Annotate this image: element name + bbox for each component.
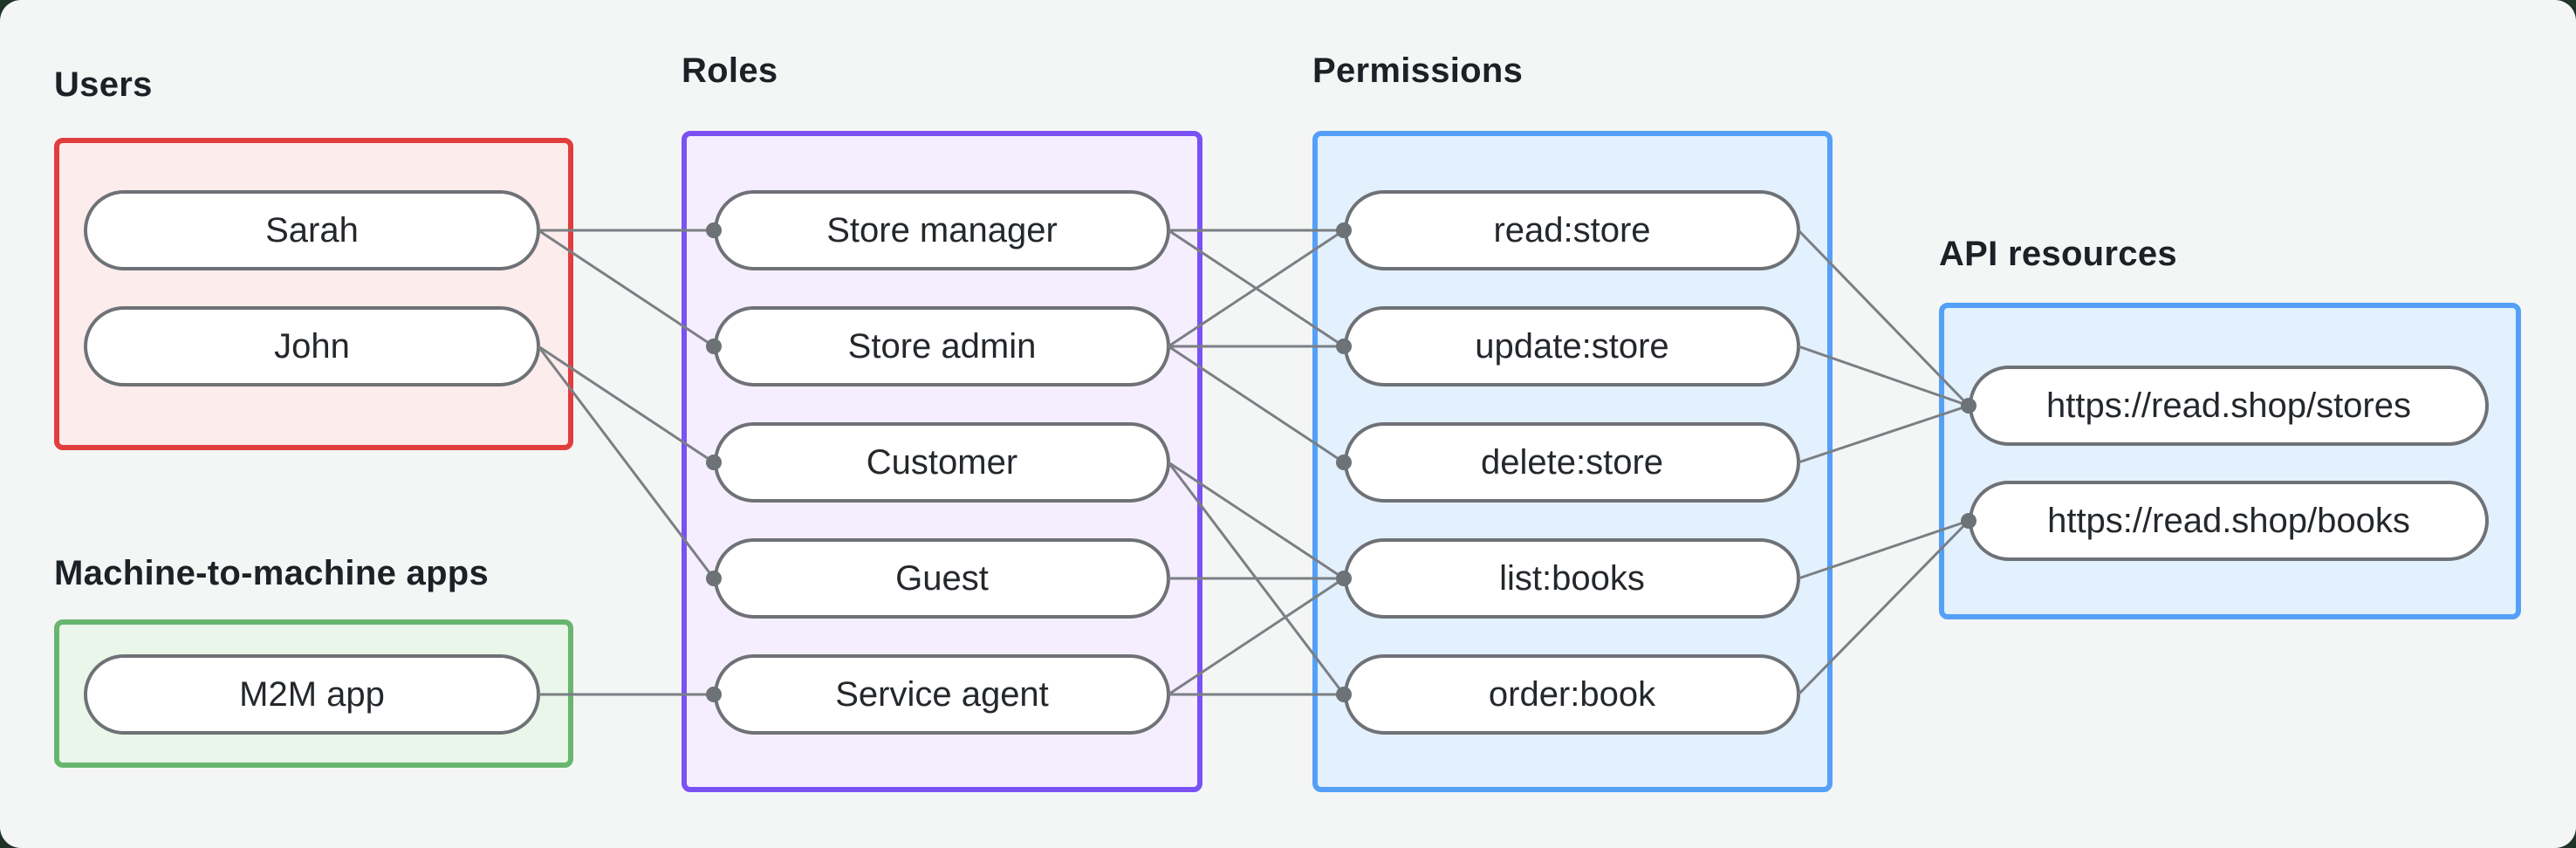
node-permission-list-books: list:books xyxy=(1344,538,1800,619)
api-resources-group-box xyxy=(1939,303,2521,619)
node-user-john: John xyxy=(84,306,540,386)
roles-section-label: Roles xyxy=(682,51,778,90)
node-api-resource-stores: https://read.shop/stores xyxy=(1969,366,2489,446)
node-permission-order-book: order:book xyxy=(1344,654,1800,735)
node-m2m-app: M2M app xyxy=(84,654,540,735)
users-group-box xyxy=(54,138,573,450)
node-role-store-admin: Store admin xyxy=(714,306,1170,386)
node-permission-update-store: update:store xyxy=(1344,306,1800,386)
node-role-store-manager: Store manager xyxy=(714,190,1170,270)
node-role-customer: Customer xyxy=(714,422,1170,503)
node-permission-read-store: read:store xyxy=(1344,190,1800,270)
node-permission-delete-store: delete:store xyxy=(1344,422,1800,503)
node-role-guest: Guest xyxy=(714,538,1170,619)
node-api-resource-books: https://read.shop/books xyxy=(1969,481,2489,561)
permissions-section-label: Permissions xyxy=(1312,51,1524,90)
m2m-section-label: Machine-to-machine apps xyxy=(54,554,490,592)
node-user-sarah: Sarah xyxy=(84,190,540,270)
users-section-label: Users xyxy=(54,65,153,104)
node-role-service-agent: Service agent xyxy=(714,654,1170,735)
api-resources-section-label: API resources xyxy=(1939,235,2177,273)
